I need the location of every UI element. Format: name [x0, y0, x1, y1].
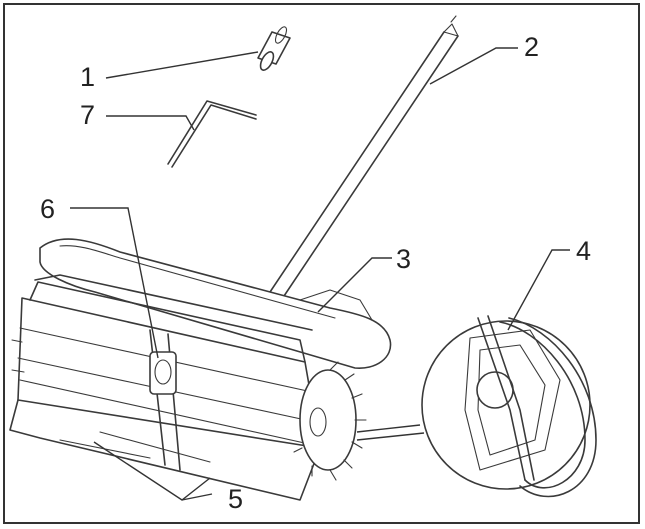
leader-lines [70, 47, 570, 501]
callout-4: 4 [576, 236, 591, 266]
roller-sprocket [293, 361, 367, 481]
part-6-pin [149, 351, 177, 395]
callout-7: 7 [80, 100, 95, 130]
part-3-cover [39, 238, 392, 369]
callout-1: 1 [80, 62, 95, 92]
callout-5: 5 [228, 484, 243, 514]
callout-3: 3 [396, 244, 411, 274]
part-1-sleeve [257, 26, 291, 71]
part-4-detail [356, 315, 597, 498]
callout-6: 6 [40, 194, 55, 224]
part-7-hex-key [167, 100, 257, 168]
part-2-shaft [265, 15, 459, 303]
callout-2: 2 [524, 32, 539, 62]
